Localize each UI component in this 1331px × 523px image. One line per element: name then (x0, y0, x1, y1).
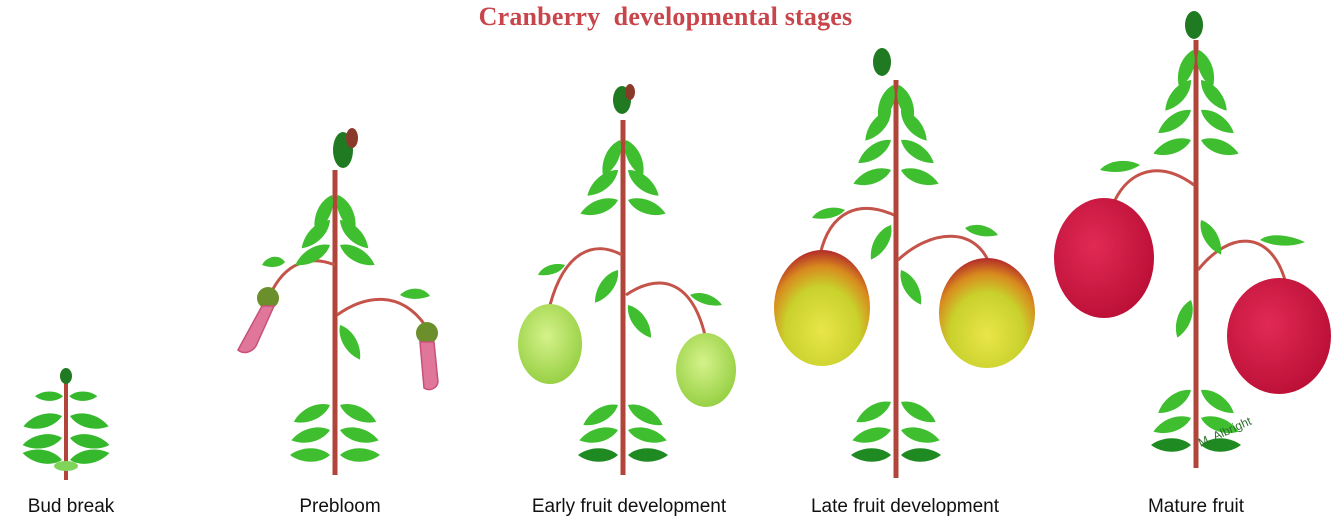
plant-prebloom (238, 128, 438, 475)
stage-label-bud-break: Bud break (28, 496, 115, 518)
plant-mature-fruit (1054, 11, 1331, 468)
plant-bud-break (21, 368, 110, 480)
stage-label-late-fruit: Late fruit development (811, 496, 999, 518)
plant-late-fruit (774, 48, 1035, 478)
plant-early-fruit (518, 84, 736, 475)
stage-label-early-fruit: Early fruit development (532, 496, 726, 518)
stage-label-prebloom: Prebloom (299, 496, 380, 518)
stage-label-mature-fruit: Mature fruit (1148, 496, 1244, 518)
